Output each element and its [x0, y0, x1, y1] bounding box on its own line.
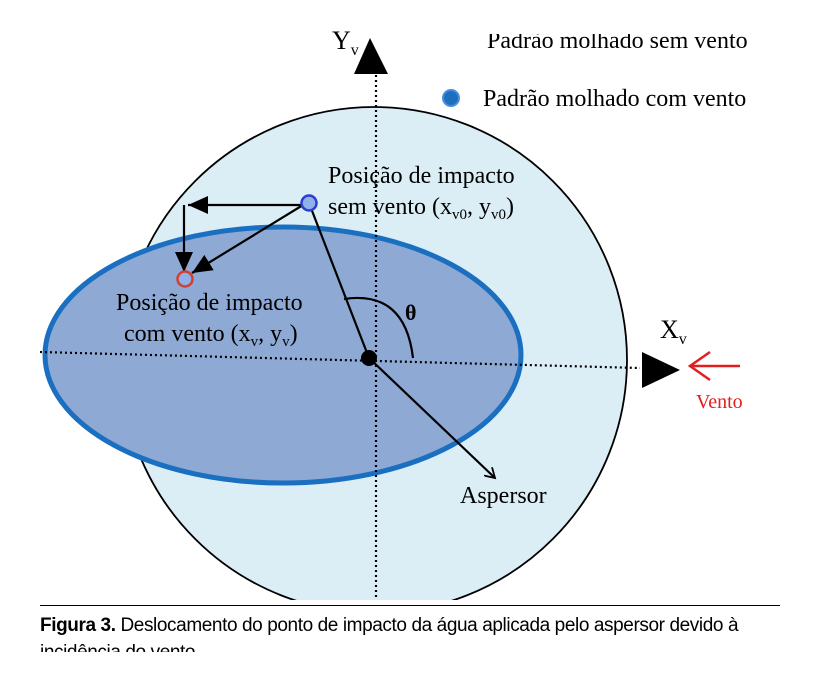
impact-point-no-wind [300, 194, 318, 212]
x-axis-label: Xv [660, 315, 687, 348]
x-axis-arrowhead [642, 352, 680, 388]
figure-caption: Figura 3. Deslocamento do ponto de impac… [40, 612, 785, 652]
impact-no-wind-label-line1: Posição de impacto [328, 163, 515, 189]
y-axis-arrowhead [354, 38, 388, 74]
y-axis-label: Yv [332, 26, 359, 59]
impact-point-with-wind [176, 270, 194, 288]
displacement-arrow-diagonal [191, 204, 304, 274]
x-axis [39, 350, 641, 370]
impact-wind-label-line2: com vento (xv, yv) [124, 321, 298, 350]
legend-entry-with-wind: Padrão molhado com vento [483, 86, 746, 112]
wetted-pattern-with-wind [42, 224, 524, 486]
radius-line-no-wind [307, 202, 371, 359]
angle-arc [343, 296, 415, 359]
legend-marker-with-wind [442, 89, 460, 107]
wind-arrow [687, 350, 740, 382]
impact-wind-label-line1: Posição de impacto [116, 290, 303, 316]
sprinkler-label: Aspersor [460, 483, 547, 509]
sprinkler-arrow [368, 357, 495, 478]
caption-text: Deslocamento do ponto de impacto da água… [40, 615, 739, 652]
wind-displacement-diagram: Yv Xv Padrão molhado sem vento Padrão mo… [39, 26, 748, 600]
impact-no-wind-label-line2: sem vento (xv0, yv0) [328, 194, 514, 223]
caption-divider [40, 605, 780, 606]
legend-entry-no-wind: Padrão molhado sem vento [487, 28, 748, 54]
angle-label: θ [405, 300, 416, 325]
wind-label: Vento [696, 391, 743, 413]
caption-label: Figura 3. [40, 615, 116, 636]
